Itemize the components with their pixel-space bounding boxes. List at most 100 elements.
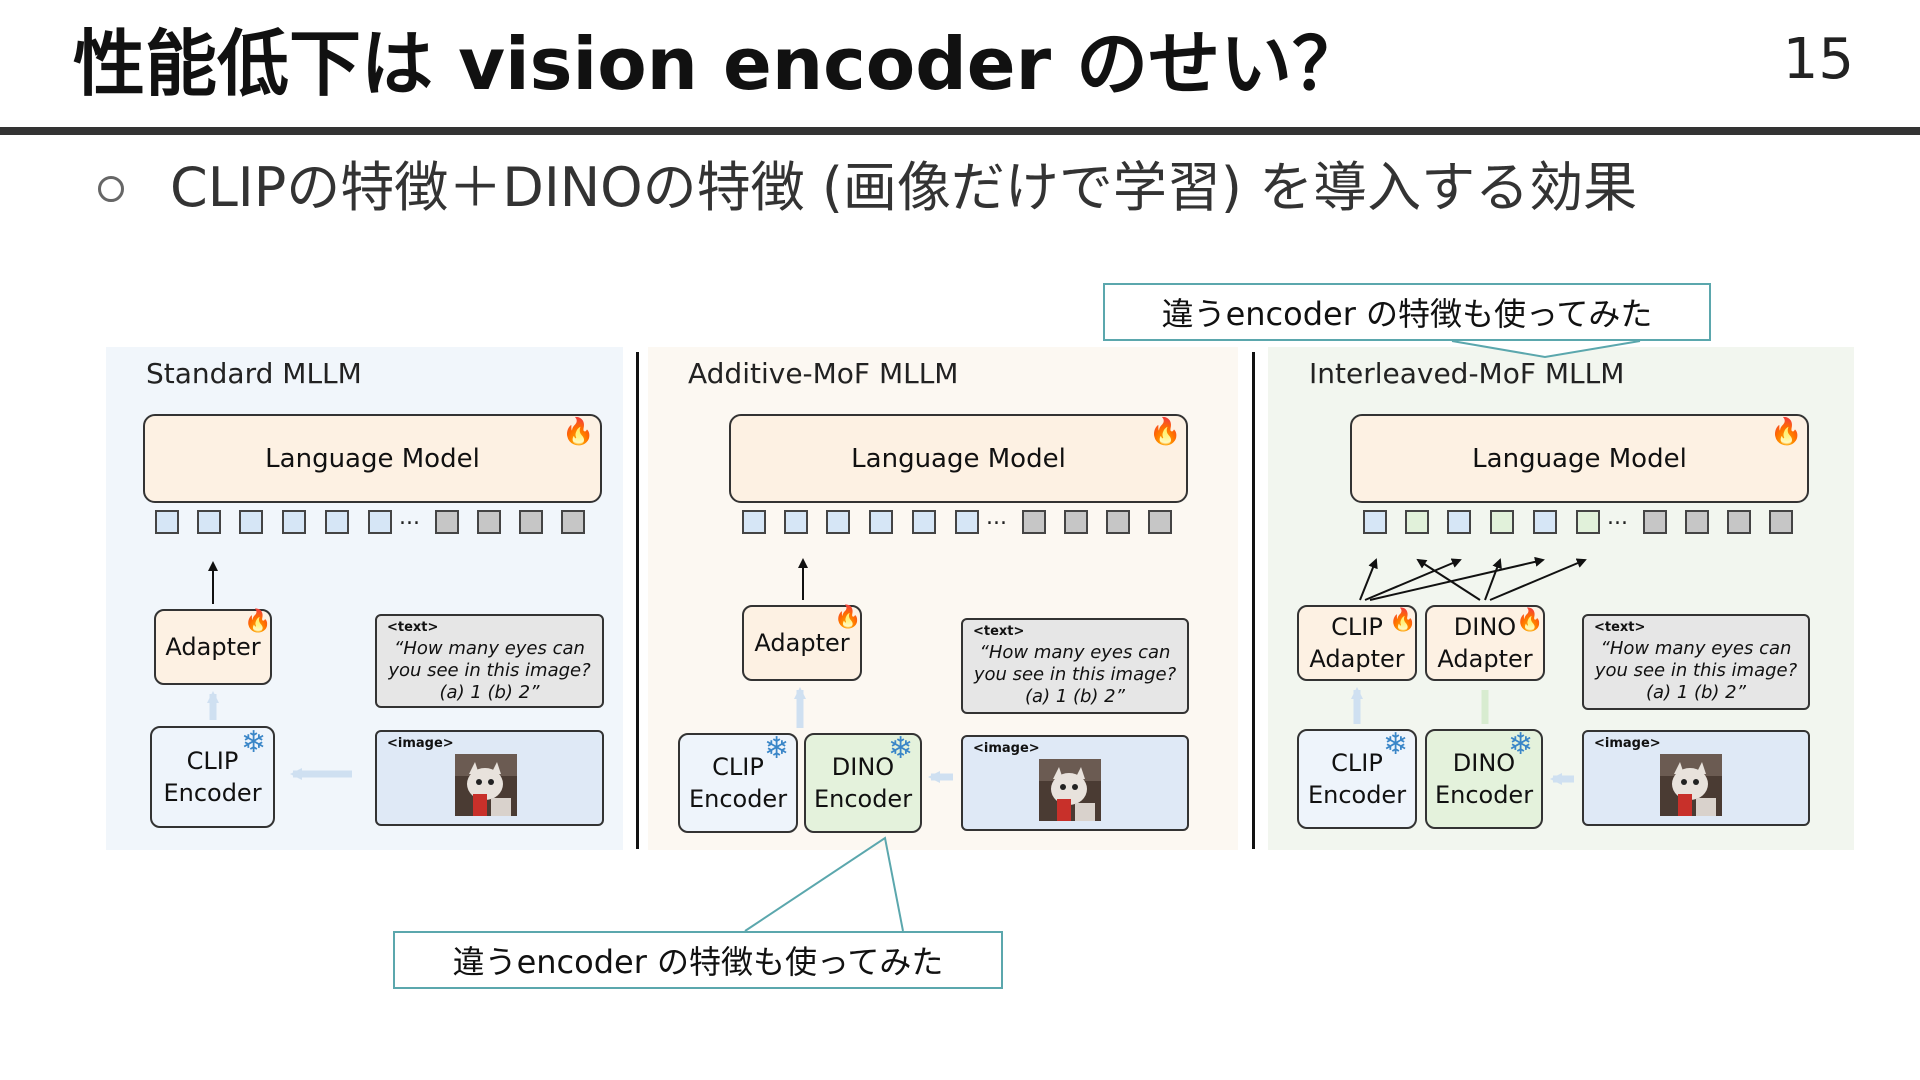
- snowflake-icon: ❄: [888, 731, 914, 766]
- snowflake-icon: ❄: [1383, 727, 1409, 762]
- fire-icon: 🔥: [1516, 608, 1544, 633]
- dino-encoder-label-line1: DINO: [1452, 749, 1516, 777]
- clip-encoder-label-line1: CLIP: [712, 753, 764, 781]
- visual-token: [955, 510, 979, 534]
- bullet-text: CLIPの特徴＋DINOの特徴 (画像だけで学習) を導入する効果: [170, 156, 1638, 219]
- prompt-line: “How many eyes can: [979, 642, 1171, 663]
- clip-encoder-box: CLIP Encoder: [1297, 729, 1417, 829]
- clip-adapter-box: CLIP Adapter: [1297, 605, 1417, 681]
- ellipsis: ...: [986, 505, 1007, 530]
- image-tag: <image>: [973, 741, 1040, 756]
- fire-icon: 🔥: [562, 417, 595, 447]
- image-tag: <image>: [1594, 736, 1661, 751]
- clip-encoder-box: CLIP Encoder: [678, 733, 798, 833]
- ellipsis: ...: [399, 505, 420, 530]
- visual-token: [742, 510, 766, 534]
- visual-token: [197, 510, 221, 534]
- text-token: [1643, 510, 1667, 534]
- visual-token: [155, 510, 179, 534]
- fire-icon: 🔥: [1770, 417, 1803, 447]
- image-input-box: <image>: [375, 730, 604, 826]
- prompt-line: you see in this image?: [1594, 660, 1798, 681]
- callout-bottom: 違うencoder の特徴も使ってみた: [393, 931, 1003, 989]
- dino-adapter-to-token-arrow: [1489, 558, 1587, 601]
- prompt-line: (a) 1 (b) 2”: [1646, 682, 1746, 703]
- dino-adapter-to-token-arrow: [1416, 558, 1481, 601]
- text-token: [1106, 510, 1130, 534]
- callout-top: 違うencoder の特徴も使ってみた: [1103, 283, 1711, 341]
- clip-adapter-to-token-arrow: [1369, 556, 1545, 601]
- panel-divider: [1252, 352, 1255, 849]
- adapter-box: Adapter: [154, 609, 272, 685]
- ellipsis: ...: [1607, 505, 1628, 530]
- visual-token: [325, 510, 349, 534]
- adapter-label: Adapter: [754, 629, 850, 657]
- text-token: [1769, 510, 1793, 534]
- text-token: [561, 510, 585, 534]
- cat-photo-thumbnail: [455, 754, 517, 816]
- fire-icon: 🔥: [834, 605, 862, 630]
- prompt-line: (a) 1 (b) 2”: [439, 682, 540, 703]
- language-model-label: Language Model: [265, 443, 480, 474]
- adapter-box: Adapter: [742, 605, 862, 681]
- dino-adapter-label-line1: DINO: [1453, 613, 1517, 641]
- fire-icon: 🔥: [1389, 608, 1417, 633]
- token-row: ...: [155, 506, 595, 538]
- text-token: [519, 510, 543, 534]
- prompt-line: “How many eyes can: [1600, 638, 1792, 659]
- title-divider: [0, 127, 1920, 135]
- prompt-line: you see in this image?: [973, 664, 1177, 685]
- clip-adapter-label-line1: CLIP: [1331, 613, 1383, 641]
- text-token: [1022, 510, 1046, 534]
- text-token: [435, 510, 459, 534]
- clip-adapter-to-token-arrow: [1364, 558, 1462, 601]
- text-input-box: <text> “How many eyes can you see in thi…: [961, 618, 1189, 714]
- text-input-box: <text> “How many eyes can you see in thi…: [375, 614, 604, 708]
- adapter-label: Adapter: [165, 633, 261, 661]
- panel-title-additive: Additive-MoF MLLM: [688, 357, 959, 390]
- language-model-box: Language Model: [1350, 414, 1809, 503]
- language-model-box: Language Model: [729, 414, 1188, 503]
- clip-encoder-label-line1: CLIP: [1331, 749, 1383, 777]
- clip-encoder-label-line2: Encoder: [1307, 781, 1407, 809]
- dino-encoder-label-line1: DINO: [831, 753, 895, 781]
- prompt-text: “How many eyes can you see in this image…: [1584, 638, 1808, 704]
- callout-top-pointer: [1451, 340, 1641, 359]
- dino-encoder-box: DINO Encoder: [804, 733, 922, 833]
- hollow-circle-bullet-icon: [98, 176, 124, 202]
- snowflake-icon: ❄: [241, 725, 267, 760]
- page-number: 15: [1782, 27, 1854, 92]
- visual-token: [826, 510, 850, 534]
- clip-token: [1363, 510, 1387, 534]
- cat-photo-thumbnail: [1039, 759, 1101, 821]
- text-token: [477, 510, 501, 534]
- dino-encoder-label-line2: Encoder: [1434, 781, 1534, 809]
- snowflake-icon: ❄: [764, 731, 790, 766]
- panel-title-standard: Standard MLLM: [146, 357, 362, 390]
- prompt-line: (a) 1 (b) 2”: [1025, 686, 1125, 707]
- prompt-text: “How many eyes can you see in this image…: [377, 638, 602, 704]
- token-row: ...: [1363, 506, 1803, 538]
- dino-encoder-label-line2: Encoder: [813, 785, 913, 813]
- snowflake-icon: ❄: [1508, 727, 1534, 762]
- fire-icon: 🔥: [1149, 417, 1182, 447]
- clip-token: [1533, 510, 1557, 534]
- dino-token: [1490, 510, 1514, 534]
- clip-adapter-label-line2: Adapter: [1309, 645, 1405, 673]
- visual-token: [368, 510, 392, 534]
- text-token: [1064, 510, 1088, 534]
- dino-token: [1576, 510, 1600, 534]
- dino-token: [1405, 510, 1429, 534]
- text-token: [1727, 510, 1751, 534]
- clip-encoder-label-line2: Encoder: [688, 785, 788, 813]
- fire-icon: 🔥: [244, 609, 272, 634]
- language-model-box: Language Model: [143, 414, 602, 503]
- slide-title: 性能低下は vision encoder のせい？: [73, 22, 1365, 106]
- language-model-label: Language Model: [1472, 443, 1687, 474]
- visual-token: [784, 510, 808, 534]
- token-row: ...: [742, 506, 1182, 538]
- language-model-label: Language Model: [851, 443, 1066, 474]
- image-input-box: <image>: [961, 735, 1189, 831]
